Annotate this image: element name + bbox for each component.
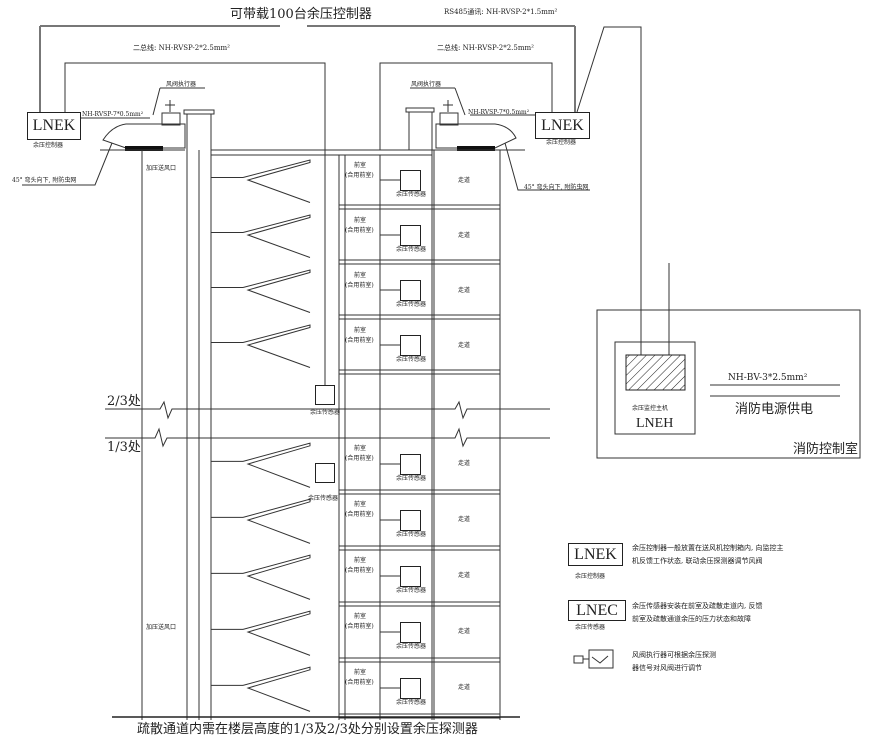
stair-sensor-lower-label: 余压传感器 (308, 495, 339, 502)
bus-label-right: 二总线: NH-RVSP-2*2.5mm² (437, 44, 534, 52)
anteroom-label: 前室 (354, 162, 367, 169)
elbow-note-right: 45° 弯头向下, 附防虫网 (524, 184, 589, 191)
stair-flight (242, 214, 311, 258)
actuator-left-label: 风阀执行器 (166, 81, 197, 88)
anteroom-sub-label: (合用前室) (345, 337, 374, 344)
caption: 疏散通道内需在楼层高度的1/3及2/3处分别设置余压探测器 (137, 722, 478, 737)
stair-sensor-lower (315, 463, 335, 483)
legend-lnek-name: 余压控制器 (575, 573, 606, 580)
monitor-host-name: 余压监控主机 (632, 405, 669, 412)
corridor-label: 走道 (458, 231, 471, 239)
rs485-label: RS485通讯: NH-RVSP-2*1.5mm² (444, 8, 558, 16)
stair-sensor-upper (315, 385, 335, 405)
pressure-sensor (400, 280, 421, 301)
elbow-note-left: 45° 弯头向下, 附防虫网 (12, 177, 77, 184)
corridor-label: 走道 (458, 176, 471, 184)
air-inlet-bottom-label: 加压送风口 (146, 624, 177, 631)
anteroom-sub-label: (合用前室) (345, 282, 374, 289)
corridor-label: 走道 (458, 516, 471, 524)
pressure-sensor-label: 余压传感器 (396, 586, 427, 594)
anteroom-sub-label: (合用前室) (345, 679, 374, 686)
level-two-thirds: 2/3处 (107, 394, 141, 409)
stair-flight (242, 554, 311, 600)
pressure-sensor (400, 170, 421, 191)
power-label: 消防电源供电 (735, 402, 814, 417)
cable-right: NH-RVSP-7*0.5mm² (468, 109, 530, 116)
anteroom-label: 前室 (354, 613, 367, 620)
anteroom-sub-label: (合用前室) (345, 455, 374, 462)
controller-right: LNEK (535, 112, 590, 139)
legend-lnek-code: LNEK (574, 545, 617, 563)
legend-damper-desc1: 风阀执行器可根据余压探测 (632, 651, 716, 659)
anteroom-label: 前室 (354, 272, 367, 279)
pressure-sensor-label: 余压传感器 (396, 246, 427, 253)
stair-flight (242, 666, 311, 712)
corridor-label: 走道 (458, 460, 471, 468)
level-one-third: 1/3处 (107, 440, 141, 455)
anteroom-sub-label: (合用前室) (345, 567, 374, 574)
pressure-sensor-label: 余压传感器 (396, 474, 427, 482)
legend-lnek-desc2: 机反馈工作状态, 联动余压探测器调节风阀 (632, 557, 763, 565)
legend-lnec-desc2: 前室及疏散通道余压的压力状态和故障 (632, 615, 751, 623)
legend-lnec-name: 余压传感器 (575, 624, 606, 631)
controller-right-name: 余压控制器 (546, 139, 577, 146)
anteroom-label: 前室 (354, 327, 367, 334)
corridor-label: 走道 (458, 628, 471, 636)
corridor-label: 走道 (458, 341, 471, 349)
pressure-sensor (400, 453, 421, 475)
anteroom-sub-label: (合用前室) (345, 227, 374, 234)
stair-flight (242, 324, 311, 368)
damper-actuator-icon (574, 650, 614, 668)
capacity-note: 可带载100台余压控制器 (230, 7, 372, 22)
pressure-sensor-label: 余压传感器 (396, 301, 427, 308)
stair-flight (242, 610, 311, 656)
air-inlet-top-label: 加压送风口 (146, 165, 177, 172)
anteroom-label: 前室 (354, 557, 367, 564)
legend-lnek-box: LNEK (568, 543, 623, 566)
cable-left: NH-RVSP-7*0.5mm² (82, 111, 144, 118)
stair-flight (242, 159, 311, 203)
stair-sensor-upper-label: 余压传感器 (310, 409, 341, 416)
anteroom-sub-label: (合用前室) (345, 172, 374, 179)
pressure-sensor (400, 335, 421, 356)
anteroom-sub-label: (合用前室) (345, 623, 374, 630)
anteroom-label: 前室 (354, 445, 367, 452)
corridor-label: 走道 (458, 572, 471, 580)
pressure-sensor-label: 余压传感器 (396, 356, 427, 363)
controller-right-code: LNEK (541, 116, 584, 134)
pressure-sensor (400, 621, 421, 643)
legend-lnec-desc1: 余压传感器安装在前室及疏散走道内, 反馈 (632, 602, 763, 610)
controller-left-name: 余压控制器 (33, 142, 64, 149)
legend-lnek-desc1: 余压控制器一般放置在送风机控制箱内, 向监控主 (632, 544, 784, 552)
corridor-label: 走道 (458, 286, 471, 294)
pressure-sensor (400, 225, 421, 246)
legend-damper-desc2: 器信号对风阀进行调节 (632, 664, 702, 672)
pressure-sensor-label: 余压传感器 (396, 191, 427, 198)
stair-flight (242, 442, 311, 488)
legend-lnec-box: LNEC (568, 600, 626, 621)
stair-flight (242, 269, 311, 313)
corridor-label: 走道 (458, 684, 471, 692)
pressure-sensor-label: 余压传感器 (396, 698, 427, 706)
controller-left-code: LNEK (32, 117, 76, 134)
pressure-sensor-label: 余压传感器 (396, 642, 427, 650)
stair-flight (242, 498, 311, 544)
monitor-host-code: LNEH (636, 416, 674, 431)
anteroom-label: 前室 (354, 669, 367, 676)
pressure-sensor (400, 677, 421, 699)
pressure-sensor-label: 余压传感器 (396, 530, 427, 538)
controller-left: LNEK (27, 112, 81, 140)
control-room-label: 消防控制室 (793, 442, 859, 457)
anteroom-label: 前室 (354, 217, 367, 224)
anteroom-sub-label: (合用前室) (345, 511, 374, 518)
anteroom-label: 前室 (354, 501, 367, 508)
pressure-sensor (400, 509, 421, 531)
actuator-right-label: 风阀执行器 (411, 81, 442, 88)
legend-lnec-code: LNEC (576, 601, 618, 619)
pressure-sensor (400, 565, 421, 587)
bus-label-left: 二总线: NH-RVSP-2*2.5mm² (133, 44, 230, 52)
power-cable: NH-BV-3*2.5mm² (728, 373, 808, 383)
